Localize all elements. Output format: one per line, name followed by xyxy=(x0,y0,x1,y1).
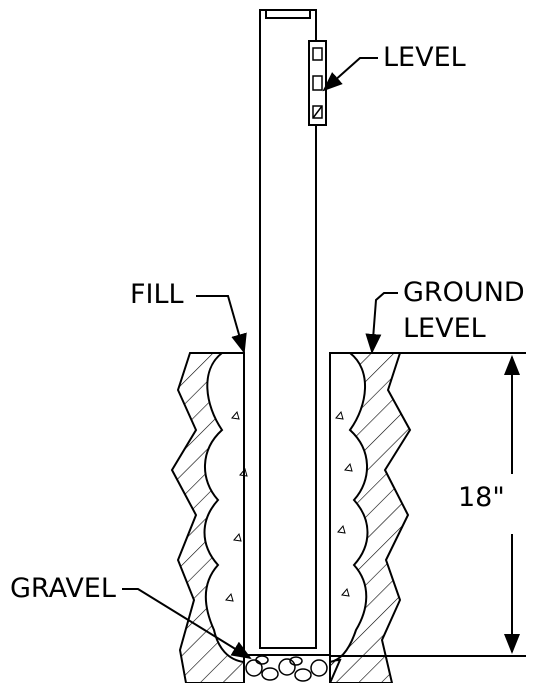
concrete-fill-left xyxy=(203,352,248,664)
leader-ground xyxy=(365,292,398,354)
leader-gravel xyxy=(122,588,252,660)
ground-level-label-line2: LEVEL xyxy=(403,313,486,344)
leader-fill xyxy=(196,295,247,354)
gravel-base xyxy=(243,654,331,686)
gravel-label: GRAVEL xyxy=(10,573,116,604)
concrete-fill-right xyxy=(329,352,369,664)
depth-dimension-label: 18" xyxy=(458,482,505,513)
ground-level-label-line1: GROUND xyxy=(403,277,525,308)
post xyxy=(259,9,317,649)
depth-dimension xyxy=(330,352,526,657)
level-label: LEVEL xyxy=(383,42,466,73)
leader-level xyxy=(322,57,378,92)
fill-label: FILL xyxy=(130,279,184,310)
bubble-level xyxy=(308,40,327,126)
